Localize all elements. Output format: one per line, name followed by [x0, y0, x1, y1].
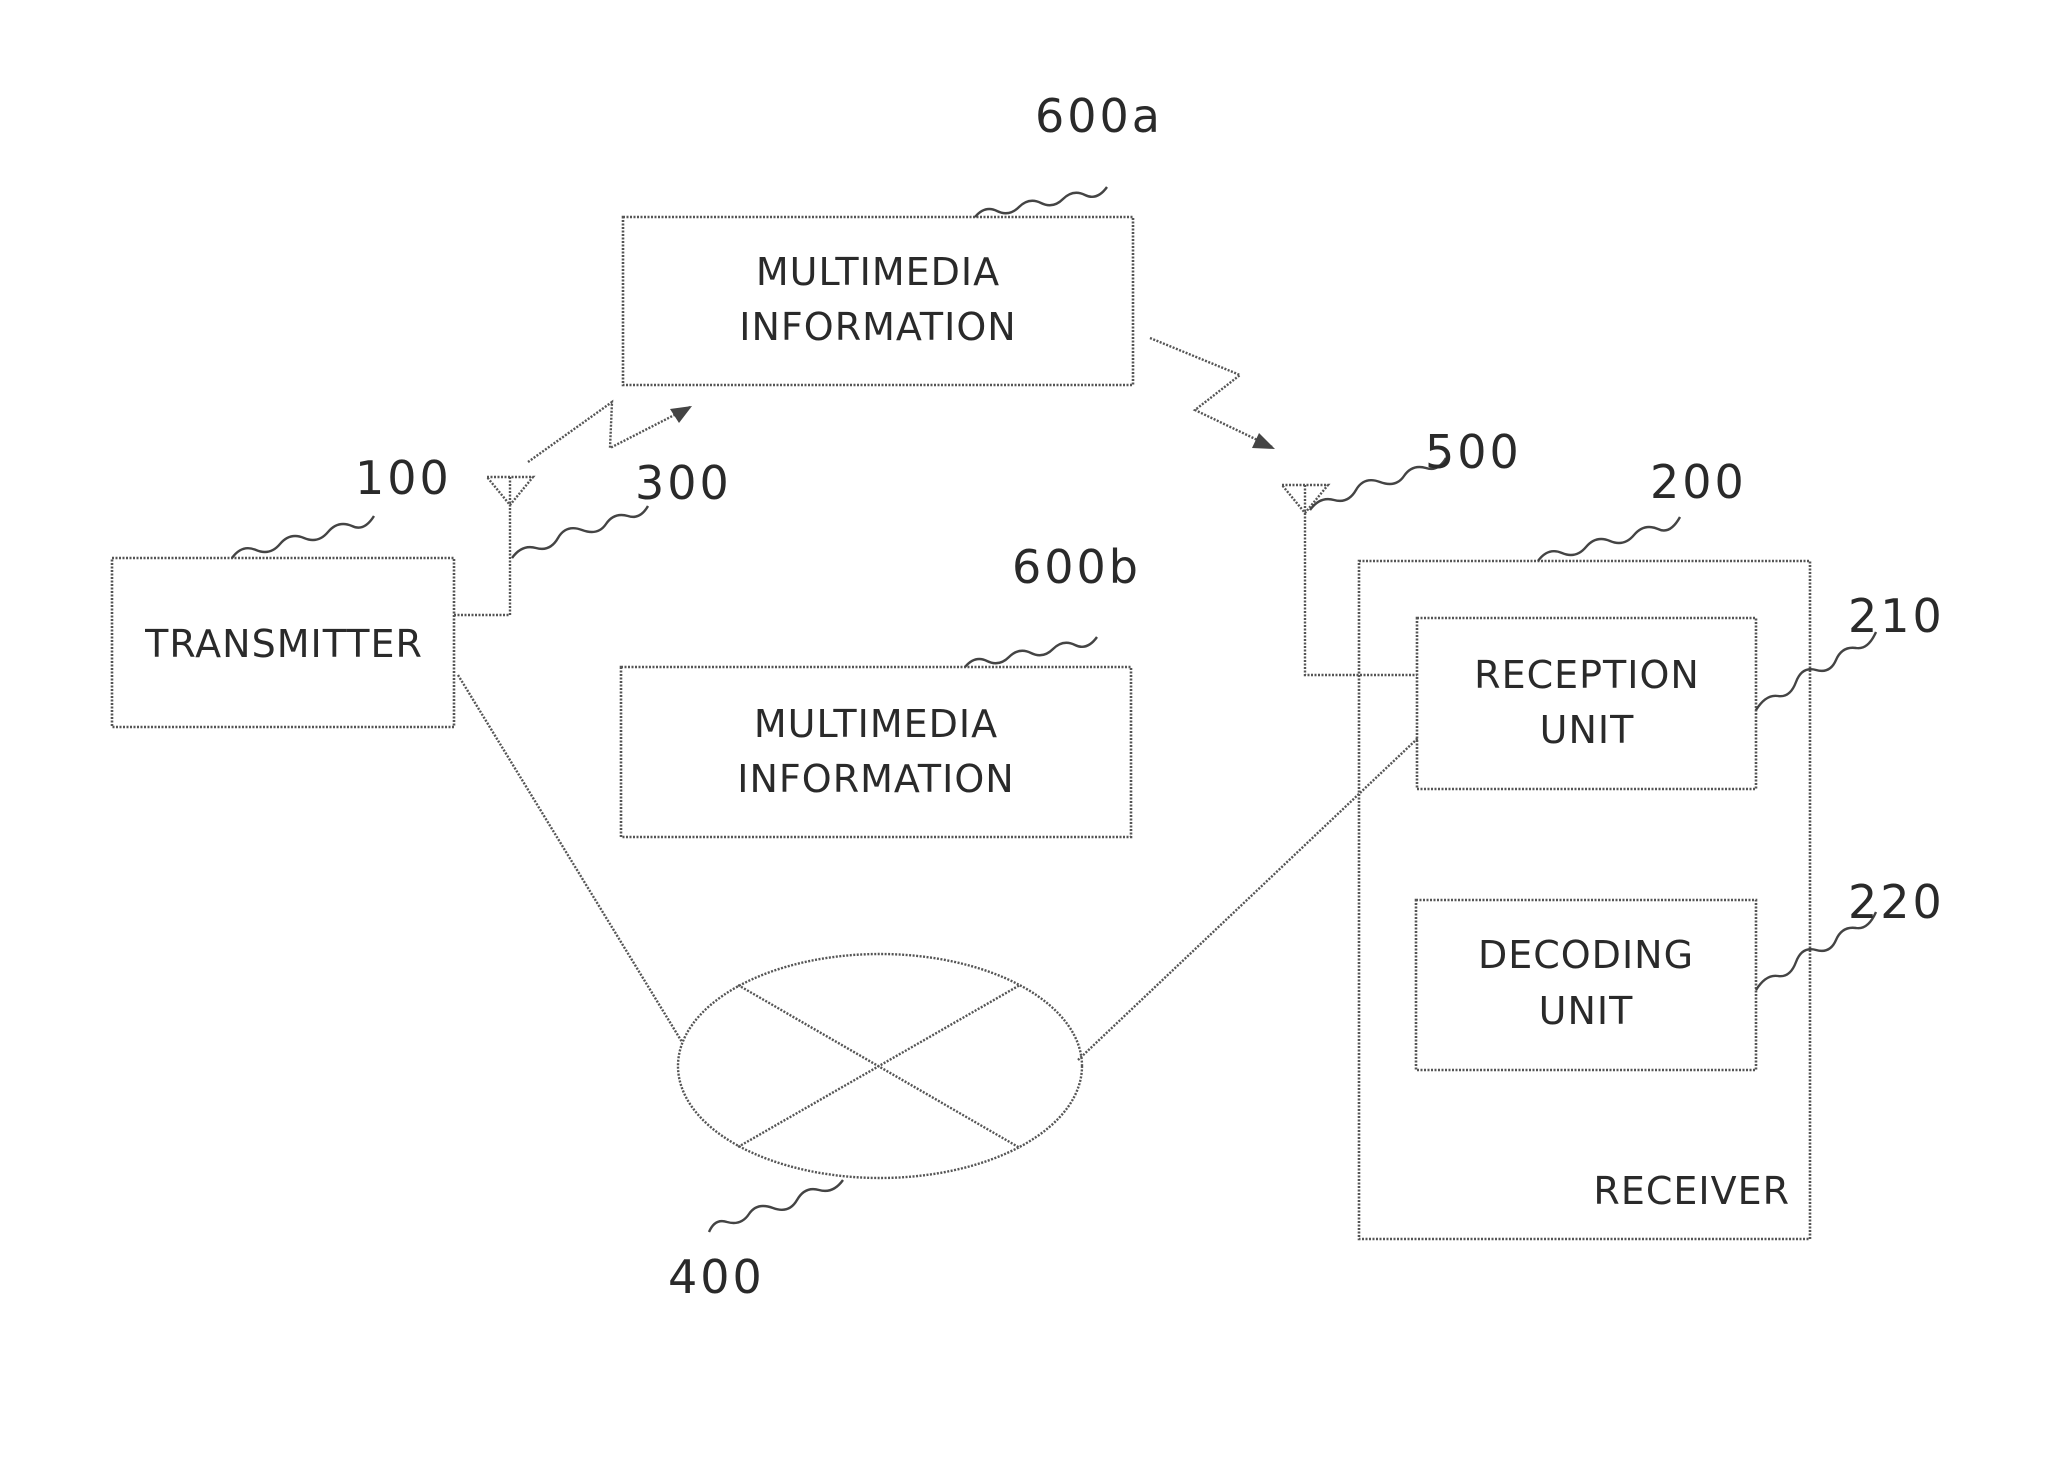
ref-300: 300: [635, 456, 732, 510]
multimedia-b-line2: INFORMATION: [737, 757, 1014, 801]
leader-600b: [965, 637, 1097, 667]
ref-500: 500: [1425, 425, 1522, 479]
leader-600a: [975, 187, 1107, 217]
network-symbol: [678, 954, 1082, 1178]
ref-400: 400: [668, 1250, 765, 1304]
link-transmitter-network: [458, 675, 682, 1042]
leader-400: [709, 1180, 843, 1232]
leader-300: [512, 506, 648, 558]
receive-antenna: [1282, 485, 1417, 675]
link-network-reception-unit: [1078, 738, 1418, 1060]
multimedia-info-box-a: MULTIMEDIA INFORMATION: [623, 217, 1133, 385]
receiver-label: RECEIVER: [1593, 1169, 1790, 1213]
ref-210: 210: [1848, 589, 1945, 643]
decoding-unit-line1: DECODING: [1478, 933, 1694, 977]
transmitter-box: TRANSMITTER: [112, 558, 454, 727]
downlink-arrowhead: [1252, 433, 1275, 449]
wireless-link-uplink: [528, 402, 692, 462]
ref-100: 100: [355, 451, 452, 505]
multimedia-info-box-b: MULTIMEDIA INFORMATION: [621, 667, 1131, 837]
decoding-unit-line2: UNIT: [1539, 989, 1634, 1033]
leader-200: [1538, 517, 1680, 561]
reception-unit-box: RECEPTION UNIT: [1417, 618, 1756, 789]
ref-600a: 600a: [1035, 89, 1163, 143]
transmit-antenna: [454, 477, 533, 615]
ref-200: 200: [1650, 455, 1747, 509]
leader-100: [232, 516, 374, 558]
reception-unit-line2: UNIT: [1540, 708, 1635, 752]
wireless-link-downlink: [1150, 338, 1275, 449]
transmitter-label: TRANSMITTER: [144, 622, 423, 666]
ref-600b: 600b: [1012, 540, 1141, 594]
ref-220: 220: [1848, 875, 1945, 929]
decoding-unit-box: DECODING UNIT: [1416, 900, 1756, 1070]
leader-210: [1756, 632, 1876, 710]
reception-unit-line1: RECEPTION: [1474, 653, 1700, 697]
multimedia-a-line2: INFORMATION: [739, 305, 1016, 349]
multimedia-a-line1: MULTIMEDIA: [756, 250, 1000, 294]
multimedia-b-line1: MULTIMEDIA: [754, 702, 998, 746]
